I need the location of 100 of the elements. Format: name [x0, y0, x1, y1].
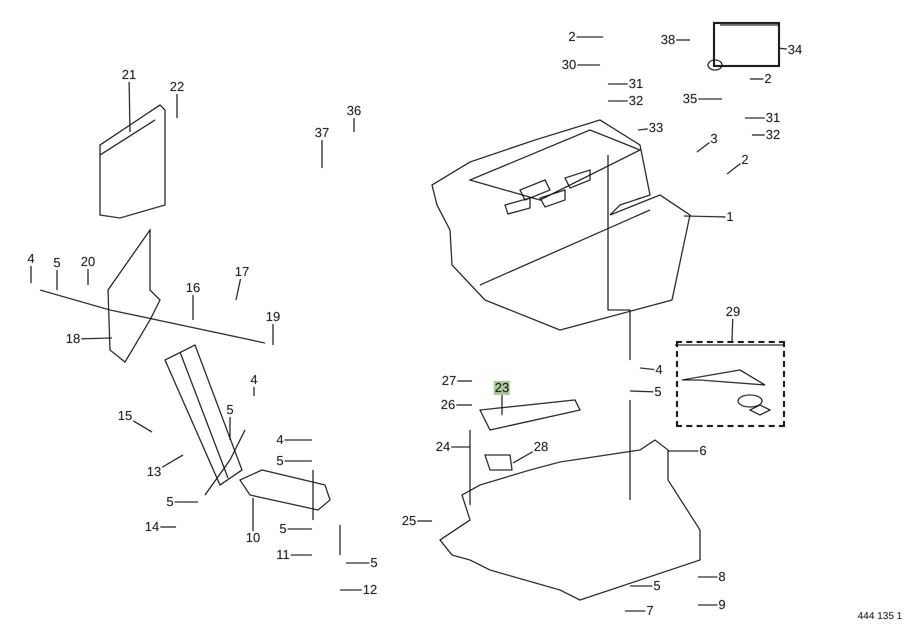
leader-line — [638, 128, 648, 131]
callout-number: 8 — [717, 570, 727, 584]
leader-line — [229, 417, 231, 440]
leader-line — [698, 576, 718, 578]
leader-line — [576, 36, 603, 38]
callout-number: 24 — [434, 440, 452, 454]
callout-number: 29 — [724, 305, 742, 319]
callout-number: 3 — [709, 132, 719, 146]
callout-number: 37 — [314, 126, 330, 140]
callout-number: 36 — [346, 104, 362, 118]
callout-number: 9 — [717, 598, 727, 612]
leader-line — [726, 163, 741, 174]
callout-number: 19 — [264, 310, 282, 324]
callout-number: 1 — [725, 210, 735, 224]
callout-number: 5 — [165, 495, 175, 509]
callout-number: 16 — [184, 281, 202, 295]
leader-line — [290, 554, 312, 556]
leader-line — [625, 610, 646, 612]
leader-line — [176, 94, 178, 118]
leader-line — [608, 100, 628, 102]
leader-line — [284, 460, 312, 462]
callout-number: 26 — [440, 398, 456, 412]
callout-number: 5 — [652, 579, 662, 593]
leader-line — [731, 318, 734, 342]
leader-line — [630, 390, 654, 392]
callout-number: 31 — [764, 111, 782, 125]
leader-line — [457, 380, 472, 382]
callout-number: 5 — [369, 556, 379, 570]
leader-line — [56, 270, 58, 290]
callout-number: 2 — [567, 30, 577, 44]
leader-line — [272, 324, 274, 345]
leader-line — [174, 501, 198, 503]
callout-number: 15 — [116, 409, 134, 423]
leader-line — [577, 64, 600, 66]
leader-line — [668, 450, 698, 452]
callout-number: 38 — [660, 33, 676, 47]
callout-number: 2 — [763, 72, 773, 86]
leader-line — [162, 454, 184, 468]
leader-line — [780, 48, 787, 50]
leader-line — [512, 451, 534, 464]
leader-line — [192, 295, 194, 320]
leader-line — [321, 140, 323, 168]
callout-number: 2 — [740, 153, 750, 167]
callout-number: 34 — [786, 43, 804, 57]
callout-number: 31 — [628, 77, 644, 91]
leader-line — [353, 118, 355, 132]
leader-line — [676, 39, 690, 41]
callout-number: 32 — [628, 94, 644, 108]
leader-line — [128, 82, 131, 132]
callout-number: 12 — [362, 583, 378, 597]
callout-number: 4 — [275, 433, 285, 447]
leader-line — [684, 215, 726, 218]
leader-line — [630, 585, 652, 587]
leader-line — [252, 498, 254, 531]
leader-line — [696, 142, 710, 152]
leader-line — [608, 83, 628, 85]
leader-line — [640, 367, 654, 370]
callout-number: 5 — [275, 454, 285, 468]
callout-number: 32 — [764, 128, 782, 142]
leader-line — [160, 526, 176, 528]
leader-line — [456, 404, 472, 406]
leader-line — [235, 278, 242, 300]
callout-number: 5 — [225, 403, 235, 417]
callout-number: 10 — [244, 531, 262, 545]
leader-line — [417, 520, 432, 522]
leader-line — [132, 420, 152, 432]
leader-line — [745, 117, 765, 119]
leader-line — [30, 266, 32, 283]
callout-number: 20 — [80, 255, 96, 269]
leader-line — [750, 78, 764, 80]
leader-line — [288, 528, 312, 530]
callout-number: 6 — [698, 444, 708, 458]
callout-number: 5 — [278, 522, 288, 536]
callout-number: 18 — [64, 332, 82, 346]
callout-number: 23 — [494, 381, 510, 395]
callout-number: 4 — [654, 363, 664, 377]
callout-number: 11 — [275, 548, 291, 562]
leader-line — [698, 604, 718, 606]
callout-number: 17 — [234, 265, 250, 279]
leader-line — [451, 446, 470, 448]
leader-line — [284, 439, 312, 441]
leader-line — [752, 134, 765, 136]
leader-line — [87, 269, 89, 285]
callout-number: 22 — [168, 80, 186, 94]
leader-line — [81, 337, 112, 340]
callout-number: 13 — [146, 465, 162, 479]
leader-line — [698, 98, 722, 100]
leader-line — [346, 562, 370, 564]
callout-number: 27 — [440, 374, 458, 388]
callout-number: 28 — [532, 440, 550, 454]
leader-line — [501, 395, 503, 415]
kit-box — [713, 22, 780, 67]
callout-number: 4 — [249, 373, 259, 387]
callout-number: 35 — [682, 92, 698, 106]
callout-number: 14 — [144, 520, 160, 534]
callout-number: 5 — [52, 256, 62, 270]
drawing-number: 444 135 1 — [856, 610, 904, 624]
callout-number: 25 — [400, 514, 418, 528]
leader-line — [340, 589, 362, 591]
callout-number: 30 — [560, 58, 578, 72]
